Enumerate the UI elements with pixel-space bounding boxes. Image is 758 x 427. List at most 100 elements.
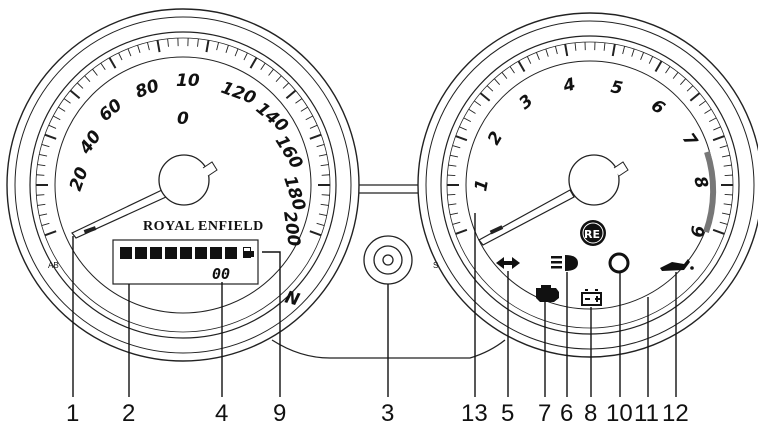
speedometer-tick: [127, 48, 132, 57]
tachometer-tick: [679, 78, 687, 85]
speed-label-200: 200: [279, 210, 304, 248]
speedometer-tick: [41, 222, 50, 226]
fuel-bar-segment: [180, 247, 192, 259]
tachometer-tick: [672, 72, 679, 79]
tachometer-tick: [448, 203, 457, 206]
tachometer-tick: [724, 174, 733, 177]
tachometer-tick: [526, 56, 532, 64]
tachometer-tick: [447, 193, 456, 196]
tachometer-tick: [654, 60, 663, 73]
engine-check-icon: [536, 285, 559, 302]
turn-signal-icon: [496, 257, 520, 269]
callout-1: 1: [66, 400, 79, 427]
speedometer: 20 40 60 80 10 0 120 140 160 180 200 AB …: [6, 8, 360, 362]
callout-10: 10: [606, 400, 633, 427]
tachometer-tick: [455, 135, 468, 142]
tachometer-tick: [721, 154, 730, 158]
tachometer-tick: [648, 56, 654, 64]
fuel-bar-segment: [195, 247, 207, 259]
tachometer: 1 2 3 4 5 6 7 8 9 S RE: [417, 12, 758, 358]
speedometer-tick: [44, 230, 57, 237]
speedometer-tick: [268, 68, 274, 76]
tachometer-tick: [631, 48, 635, 57]
callout-6: 6: [560, 400, 573, 427]
callout-2: 2: [122, 400, 135, 427]
speedometer-tick: [92, 68, 98, 76]
speedometer-tick: [118, 52, 123, 61]
high-beam-icon: [551, 255, 578, 271]
speedometer-tick: [309, 230, 322, 237]
speedometer-tick: [234, 48, 239, 57]
redline-band: [703, 151, 717, 234]
speedometer-tick: [225, 45, 229, 53]
speedometer-tick: [309, 133, 322, 140]
speedometer-tick: [305, 115, 314, 121]
abs-warning-icon: [608, 252, 630, 274]
tachometer-tick: [713, 126, 721, 131]
speedometer-tick: [320, 164, 329, 167]
callout-7: 7: [538, 400, 551, 427]
speedometer-tick: [243, 52, 248, 61]
tachometer-tick: [723, 203, 732, 206]
speedometer-tick: [316, 144, 325, 148]
speedometer-tick: [321, 174, 330, 176]
tachometer-tick: [455, 228, 468, 235]
speedometer-bottom-mark: N: [283, 288, 302, 311]
tachometer-tick: [486, 85, 494, 92]
callout-8: 8: [584, 400, 597, 427]
tachometer-tick: [574, 42, 577, 51]
speedometer-side-mark: AB: [48, 261, 59, 270]
tachometer-tick: [622, 46, 626, 55]
speedometer-tick: [39, 213, 48, 217]
fuel-bar-segment: [225, 247, 237, 259]
callout-13: 13: [461, 400, 488, 427]
fuel-level-bar: [120, 247, 237, 259]
speedometer-tick: [37, 164, 46, 167]
speedometer-tick: [260, 62, 266, 71]
tachometer-tick: [708, 117, 717, 123]
brand-logo-text: ROYAL ENFIELD: [143, 219, 264, 234]
tachometer-tick: [611, 43, 616, 57]
speedometer-tick: [37, 203, 46, 206]
speedometer-tick: [321, 194, 330, 196]
speedometer-tick: [147, 42, 150, 51]
rpm-label-8: 8: [689, 174, 711, 191]
tachometer-tick: [536, 52, 540, 60]
tachometer-tick: [603, 42, 606, 51]
speedometer-tick: [167, 38, 169, 47]
tachometer-tick: [686, 85, 694, 92]
tachometer-tick: [564, 43, 569, 57]
callout-3: 3: [381, 400, 394, 427]
speedometer-tick: [197, 38, 199, 47]
rpm-label-4: 4: [560, 74, 578, 97]
tachometer-tick: [447, 174, 456, 177]
speedometer-tick: [295, 98, 303, 104]
tachometer-tick: [724, 193, 733, 196]
speedometer-tick: [316, 222, 325, 226]
fuel-bar-segment: [135, 247, 147, 259]
speedometer-hub: [158, 154, 210, 206]
tachometer-tick: [712, 228, 725, 235]
speedometer-tick: [216, 42, 219, 51]
tachometer-scale-ticks: [447, 42, 733, 235]
speedometer-tick: [156, 40, 161, 53]
tachometer-tick: [698, 100, 706, 107]
callout-11: 11: [634, 400, 659, 427]
fuel-bar-segment: [120, 247, 132, 259]
tachometer-tick: [450, 212, 459, 216]
tachometer-tick: [452, 145, 461, 149]
speed-center-number: 0: [177, 109, 189, 129]
svg-text:RE: RE: [584, 228, 600, 241]
speedometer-tick: [39, 153, 48, 157]
speedometer-tick: [320, 203, 329, 206]
speedometer-tick: [41, 144, 50, 148]
speedometer-tick: [69, 89, 81, 99]
speedometer-tick: [205, 40, 210, 53]
speedometer-tick: [309, 124, 318, 129]
speedometer-tick: [275, 75, 282, 83]
speedometer-tick: [58, 106, 66, 112]
rpm-label-9: 9: [686, 225, 707, 239]
tachometer-tick: [479, 92, 491, 102]
speedometer-tick: [48, 124, 57, 129]
tachometer-needle: [478, 189, 575, 246]
